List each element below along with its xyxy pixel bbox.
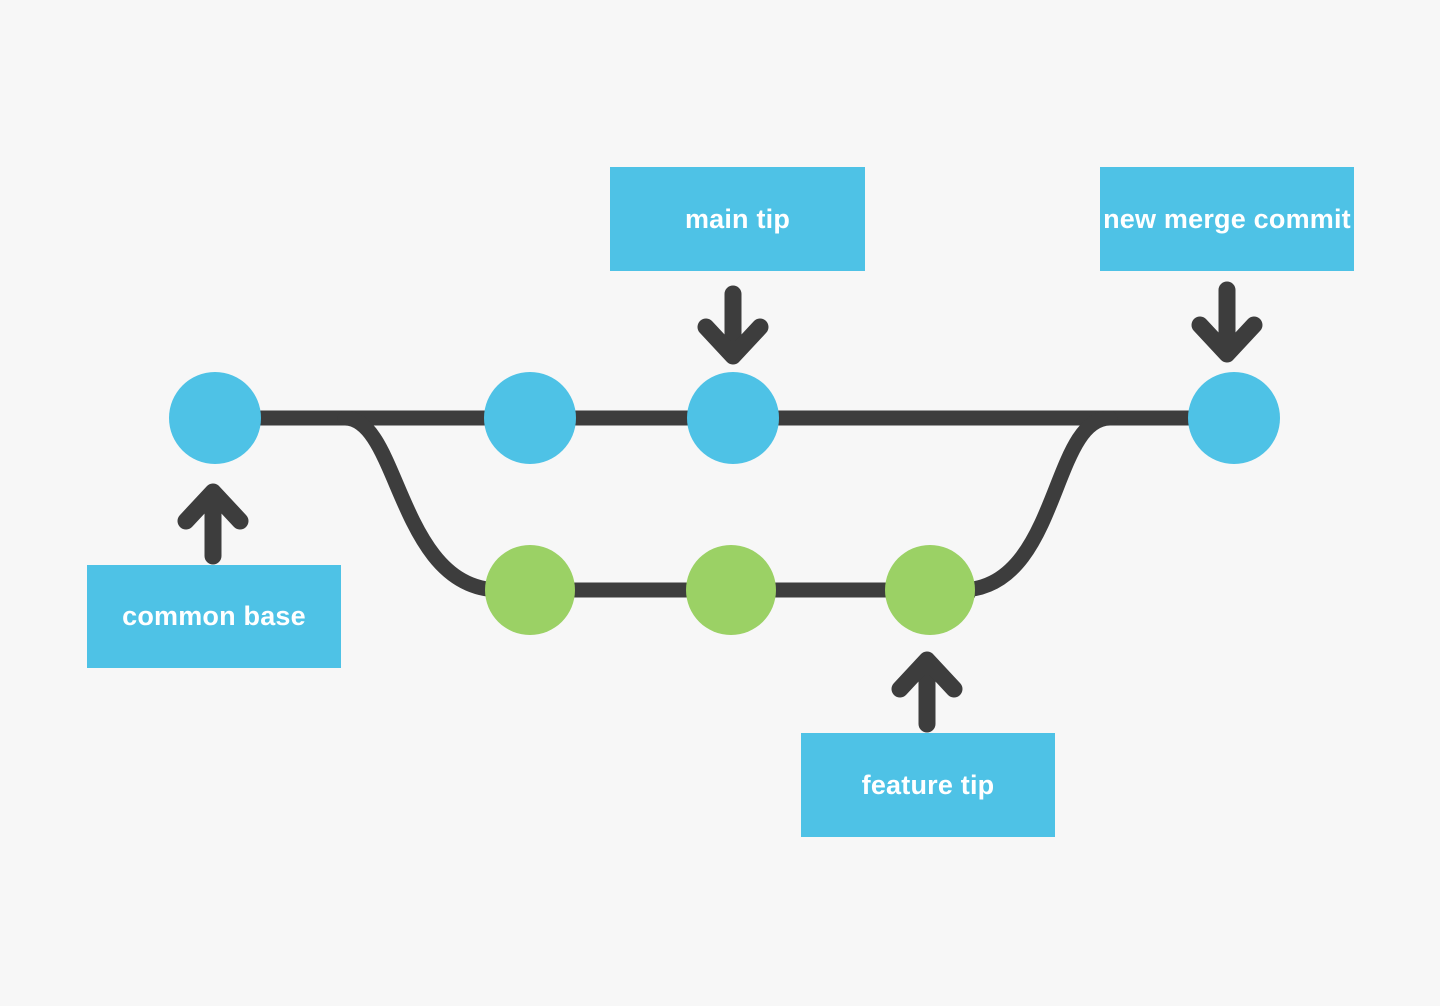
label-text-common-base: common base <box>122 601 306 632</box>
merge-curve <box>952 410 1118 598</box>
commit-node-new-merge-commit[interactable] <box>1188 372 1280 464</box>
annotation-arrows <box>177 281 1263 733</box>
label-box-common-base[interactable]: common base <box>87 565 341 668</box>
label-text-new-merge-commit: new merge commit <box>1103 203 1351 234</box>
feature-branch-nodes <box>485 545 975 635</box>
label-box-main-tip[interactable]: main tip <box>610 167 865 271</box>
arrow-up-icon-common-base <box>177 483 249 565</box>
main-branch-nodes <box>169 372 1280 464</box>
arrow-down-icon-merge-commit <box>1191 281 1263 363</box>
commit-node-feature-tip[interactable] <box>885 545 975 635</box>
arrow-down-icon-main-tip <box>697 285 769 365</box>
label-text-main-tip: main tip <box>684 203 791 234</box>
commit-node-common-base[interactable] <box>169 372 261 464</box>
commit-node-feature-2[interactable] <box>686 545 776 635</box>
arrow-up-icon-feature-tip <box>891 651 963 733</box>
commit-node-main-1[interactable] <box>484 372 576 464</box>
label-box-new-merge-commit[interactable]: new merge commit <box>1100 167 1354 271</box>
label-box-feature-tip[interactable]: feature tip <box>801 733 1055 837</box>
label-text-feature-tip: feature tip <box>861 769 995 800</box>
commit-node-feature-1[interactable] <box>485 545 575 635</box>
commit-node-main-tip[interactable] <box>687 372 779 464</box>
fork-curve <box>337 410 508 598</box>
